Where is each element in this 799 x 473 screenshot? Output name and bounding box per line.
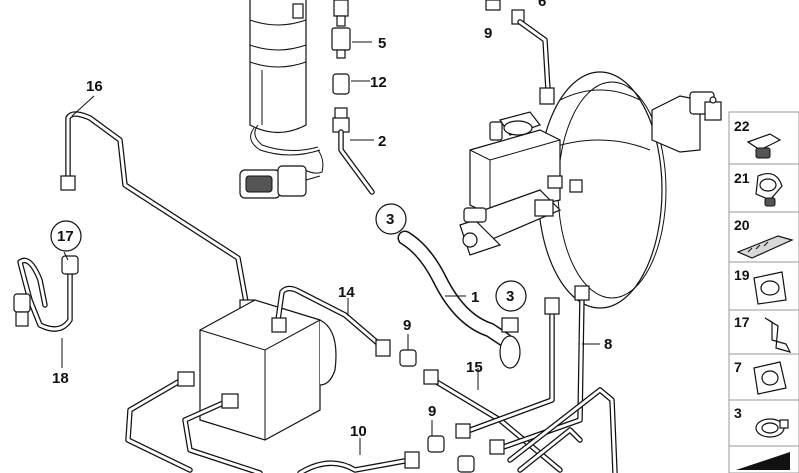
brake-hose-2 bbox=[338, 129, 375, 195]
fitting-9-low bbox=[427, 435, 475, 473]
callout-17-circle bbox=[50, 220, 82, 252]
callout-8: 8 bbox=[604, 336, 612, 353]
callout-labels: 5 12 2 9 6 16 17 18 3 3 1 14 9 9 15 8 10 bbox=[50, 0, 612, 440]
hydraulic-unit bbox=[199, 299, 337, 441]
sensor-connector bbox=[239, 149, 324, 199]
master-cylinder bbox=[459, 111, 583, 256]
callout-3-circle-mid bbox=[495, 280, 527, 312]
callout-9-low: 9 bbox=[428, 403, 436, 420]
panel-label-22: 22 bbox=[734, 118, 750, 134]
callout-6: 6 bbox=[538, 0, 546, 10]
clip-22-icon bbox=[746, 133, 782, 159]
rubber-hose-1 bbox=[397, 230, 521, 369]
accumulator-cylinder bbox=[249, 0, 321, 156]
wedge-icon bbox=[736, 452, 790, 470]
panel-label-19: 19 bbox=[734, 267, 750, 283]
callout-5: 5 bbox=[378, 35, 386, 52]
brake-booster bbox=[537, 71, 722, 309]
brake-pipe-14 bbox=[271, 285, 391, 357]
callout-2: 2 bbox=[378, 133, 386, 150]
callout-3-top: 3 bbox=[386, 211, 394, 228]
terminal-20-icon bbox=[736, 235, 794, 259]
callout-1: 1 bbox=[471, 289, 479, 306]
callout-9-mid: 9 bbox=[403, 317, 411, 334]
brake-pipe-10 bbox=[125, 371, 420, 473]
callout-10: 10 bbox=[350, 423, 367, 440]
brake-pipe-16 bbox=[60, 111, 255, 315]
panel-label-7: 7 bbox=[734, 359, 742, 375]
brake-pipe-8 bbox=[455, 285, 618, 473]
callout-18: 18 bbox=[52, 370, 69, 387]
hose-clamp-3-icon bbox=[755, 418, 789, 438]
callout-16: 16 bbox=[86, 78, 103, 95]
panel-label-17: 17 bbox=[734, 314, 750, 330]
callout-3-circle-top bbox=[375, 203, 407, 235]
callout-14: 14 bbox=[338, 284, 355, 301]
callout-9-top: 9 bbox=[484, 25, 492, 42]
panel-label-21: 21 bbox=[734, 170, 750, 186]
fitting-9-mid bbox=[399, 349, 417, 367]
clip-7-icon bbox=[753, 361, 787, 395]
panel-label-20: 20 bbox=[734, 217, 750, 233]
callout-12: 12 bbox=[370, 74, 387, 91]
parts-panel: 22 21 20 19 17 7 bbox=[728, 111, 799, 473]
clip-21-icon bbox=[755, 173, 783, 207]
bracket-17-icon bbox=[764, 317, 792, 353]
callout-17: 17 bbox=[57, 228, 74, 245]
brake-hose-18 bbox=[13, 255, 79, 332]
leader-lines bbox=[61, 41, 600, 455]
callout-3-mid: 3 bbox=[506, 288, 514, 305]
fitting-stack bbox=[331, 0, 351, 133]
callout-15: 15 bbox=[466, 359, 483, 376]
clip-19-icon bbox=[753, 271, 787, 305]
panel-label-3: 3 bbox=[734, 405, 742, 421]
brake-pipe-6 bbox=[485, 0, 555, 105]
